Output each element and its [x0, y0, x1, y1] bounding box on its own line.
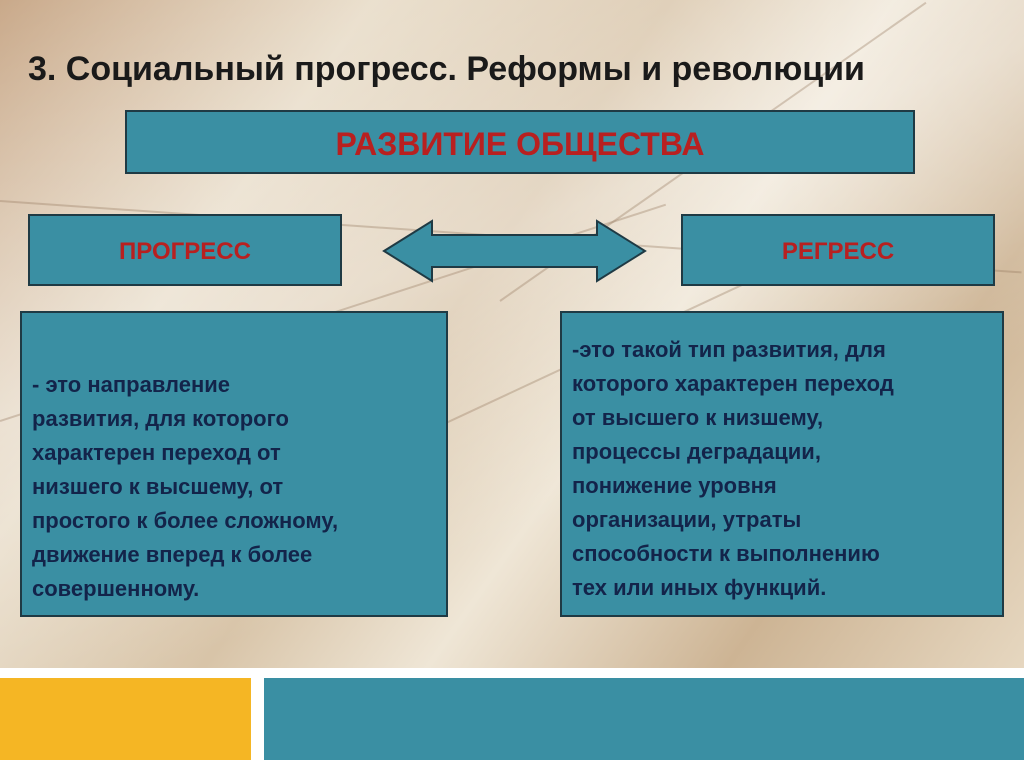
regress-definition: -это такой тип развития, для которого ха…	[560, 311, 1004, 617]
slide-title: 3. Социальный прогресс. Реформы и револю…	[28, 50, 865, 88]
progress-label: ПРОГРЕСС	[119, 238, 251, 265]
progress-definition-line: движение вперед к более	[32, 542, 313, 567]
double-headed-arrow-icon	[382, 219, 647, 283]
progress-definition-line: простого к более сложному,	[32, 508, 339, 533]
main-concept-box: РАЗВИТИЕ ОБЩЕСТВА	[125, 110, 915, 174]
main-concept-label: РАЗВИТИЕ ОБЩЕСТВА	[335, 126, 705, 162]
regress-definition-line: способности к выполнению	[572, 541, 880, 566]
regress-definition-line: -это такой тип развития, для	[572, 337, 886, 362]
progress-definition-line: совершенному.	[32, 576, 200, 601]
progress-box: ПРОГРЕСС	[28, 214, 342, 286]
progress-definition-line: низшего к высшему, от	[32, 474, 284, 499]
regress-definition-line: тех или иных функций.	[572, 575, 827, 600]
regress-box: РЕГРЕСС	[681, 214, 995, 286]
footer-orange-bar	[0, 678, 251, 760]
regress-definition-line: которого характерен переход	[572, 371, 894, 396]
regress-label: РЕГРЕСС	[781, 238, 895, 265]
regress-definition-line: понижение уровня	[572, 473, 777, 498]
regress-definition-line: процессы деградации,	[572, 439, 821, 464]
progress-definition-line: характерен переход от	[32, 440, 281, 465]
regress-definition-line: от высшего к низшему,	[572, 405, 824, 430]
regress-definition-line: организации, утраты	[572, 507, 802, 532]
progress-definition-line: - это направление	[32, 372, 231, 397]
progress-definition-line: развития, для которого	[32, 406, 289, 431]
footer-teal-bar	[264, 678, 1024, 760]
progress-definition: - это направление развития, для которого…	[20, 311, 448, 617]
